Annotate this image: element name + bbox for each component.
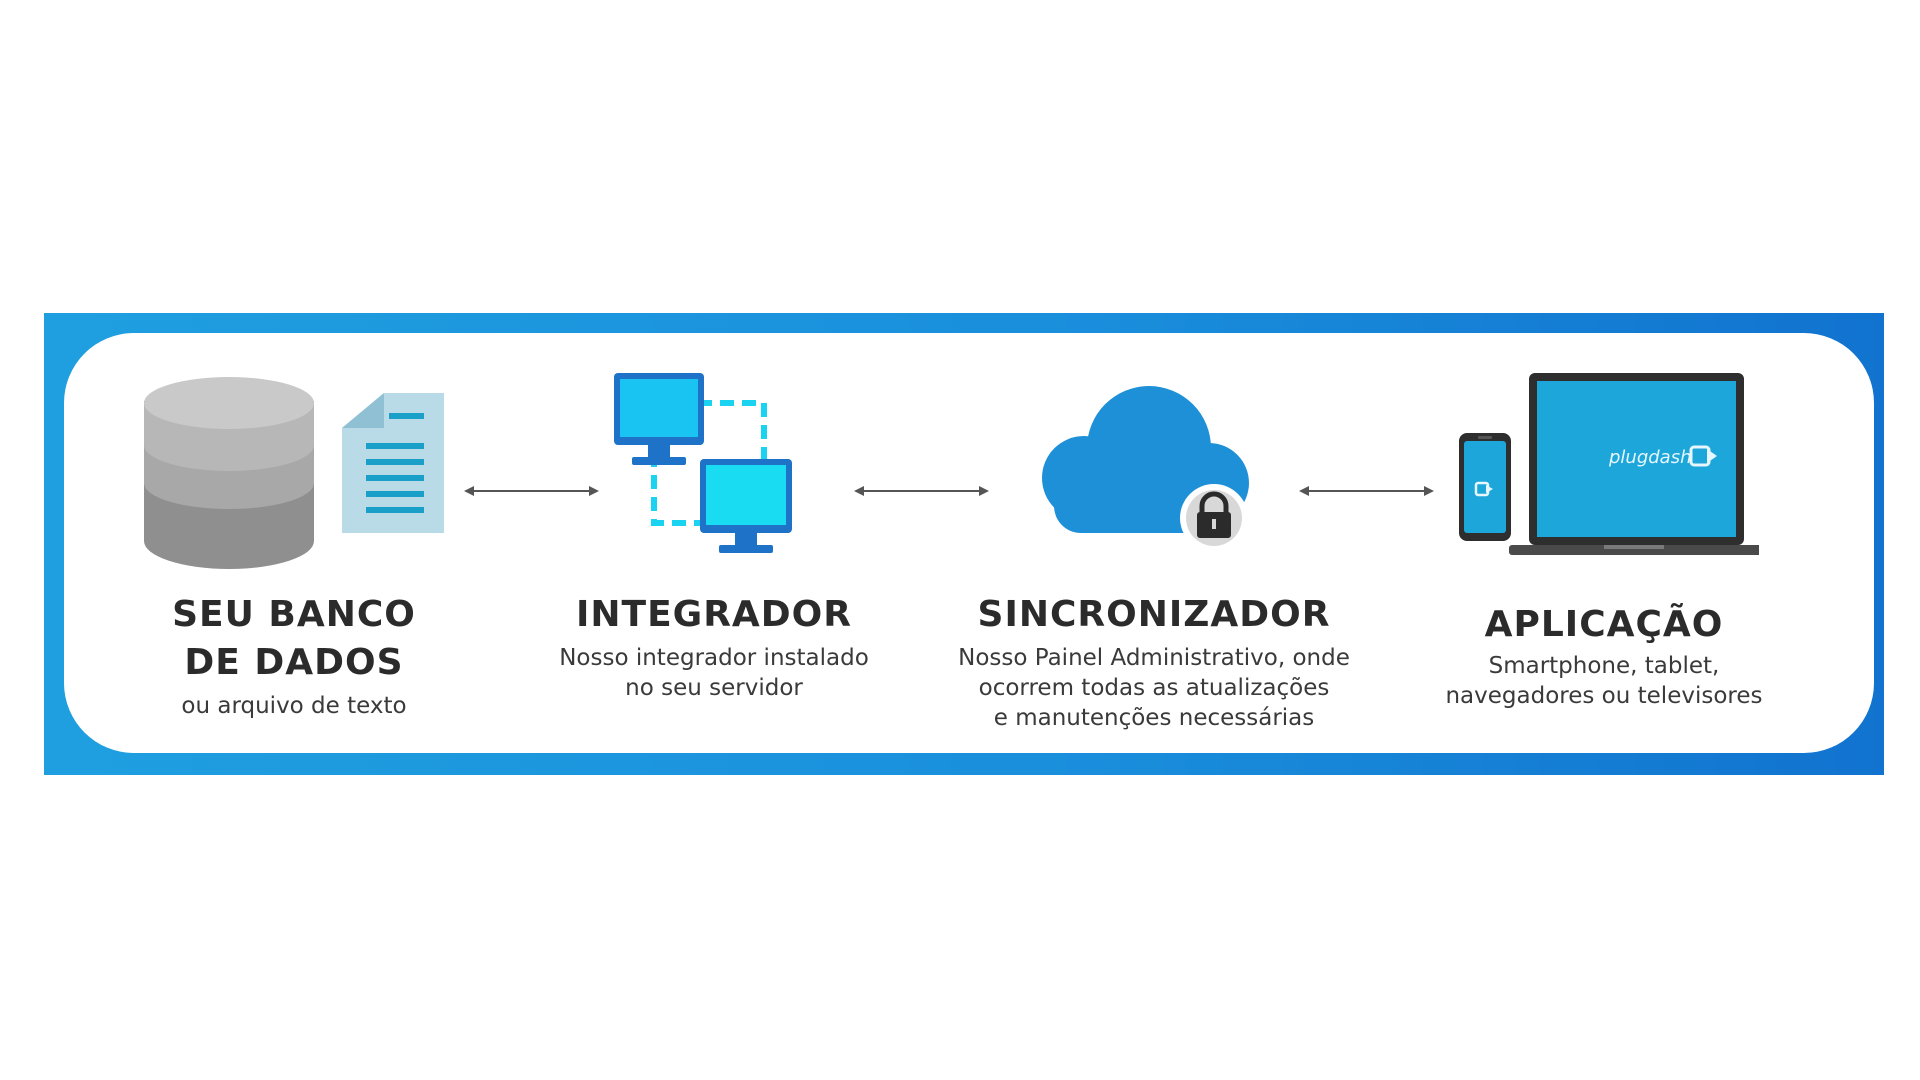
step-2-desc-line-2: no seu servidor — [625, 675, 803, 701]
devices-icon: plugdash — [1459, 373, 1764, 573]
lock-icon — [1180, 484, 1248, 552]
computer-icon-secondary — [700, 459, 792, 553]
step-1-title-line-2: DE DADOS — [184, 642, 404, 683]
smartphone-icon — [1459, 433, 1511, 541]
diagram-banner: SEU BANCO DE DADOS ou arquivo de texto — [44, 313, 1884, 775]
database-icon — [144, 377, 314, 569]
step-3-desc-line-1: Nosso Painel Administrativo, onde — [958, 645, 1350, 671]
step-4-desc-line-2: navegadores ou televisores — [1445, 683, 1763, 709]
step-4-title: APLICAÇÃO — [1434, 601, 1774, 649]
computer-icon-primary — [614, 373, 704, 465]
step-3-title-line-1: SINCRONIZADOR — [977, 594, 1331, 635]
step-2-title-line-1: INTEGRADOR — [575, 594, 852, 635]
bidirectional-arrow-1 — [464, 486, 599, 496]
cloud-lock-icon — [1024, 378, 1264, 558]
document-icon — [342, 393, 444, 533]
step-3-description: Nosso Painel Administrativo, onde ocorre… — [944, 643, 1364, 733]
networked-computers-icon — [614, 373, 804, 563]
database-and-document-icon — [144, 373, 464, 573]
step-2-desc-line-1: Nosso integrador instalado — [559, 645, 869, 671]
plugdash-logo-icon — [1689, 445, 1717, 467]
step-2-title: INTEGRADOR — [544, 591, 884, 639]
step-1-title: SEU BANCO DE DADOS — [124, 591, 464, 687]
laptop-icon: plugdash — [1509, 373, 1764, 555]
step-4-description: Smartphone, tablet, navegadores ou telev… — [1414, 651, 1794, 711]
bidirectional-arrow-3 — [1299, 486, 1434, 496]
bidirectional-arrow-2 — [854, 486, 989, 496]
step-2-description: Nosso integrador instalado no seu servid… — [544, 643, 884, 703]
step-1-desc-line-1: ou arquivo de texto — [181, 693, 407, 719]
step-1-description: ou arquivo de texto — [124, 691, 464, 721]
database-icon-svg — [144, 377, 444, 569]
diagram-card: SEU BANCO DE DADOS ou arquivo de texto — [64, 333, 1874, 753]
step-3-title: SINCRONIZADOR — [964, 591, 1344, 639]
step-3-desc-line-2: ocorrem todas as atualizações — [978, 675, 1330, 701]
step-1-title-line-1: SEU BANCO — [172, 594, 416, 635]
step-4-title-line-1: APLICAÇÃO — [1484, 604, 1724, 645]
plugdash-logo-text: plugdash — [1608, 447, 1692, 468]
step-4-desc-line-1: Smartphone, tablet, — [1488, 653, 1720, 679]
step-3-desc-line-3: e manutenções necessárias — [993, 705, 1315, 731]
